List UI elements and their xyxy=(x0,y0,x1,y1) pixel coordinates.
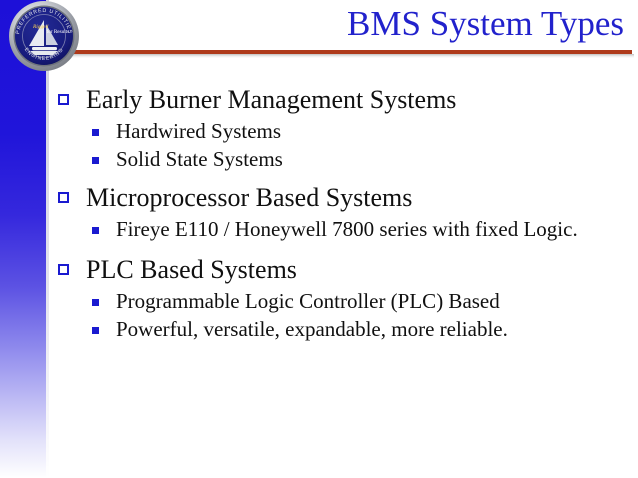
bullet-level2-text: Solid State Systems xyxy=(116,147,283,171)
seal-center-text-left: Rigged xyxy=(32,24,49,30)
bullet-level2-text: Powerful, versatile, expandable, more re… xyxy=(116,317,508,341)
title-divider-rule-shadow xyxy=(62,54,634,58)
bullet-level2: Hardwired Systems xyxy=(56,118,626,145)
solid-square-bullet-icon xyxy=(92,227,99,234)
bullet-level1: Early Burner Management Systems xyxy=(56,84,626,116)
hollow-square-bullet-icon xyxy=(58,264,69,275)
bullet-level2-text: Hardwired Systems xyxy=(116,119,282,143)
bullet-level1-text: Early Burner Management Systems xyxy=(86,85,457,114)
solid-square-bullet-icon xyxy=(92,299,99,306)
solid-square-bullet-icon xyxy=(92,157,99,164)
bullet-level2: Solid State Systems xyxy=(56,146,626,173)
company-logo: PREFERRED UTILITIES ENGINEERING Rigged f… xyxy=(8,0,80,72)
bullet-level2-text: Programmable Logic Controller (PLC) Base… xyxy=(116,289,500,313)
bullet-level1: Microprocessor Based Systems xyxy=(56,182,626,214)
bullet-group: Microprocessor Based Systems Fireye E110… xyxy=(56,182,626,243)
bullet-level2: Programmable Logic Controller (PLC) Base… xyxy=(56,288,626,315)
seal-icon: PREFERRED UTILITIES ENGINEERING Rigged f… xyxy=(9,1,79,71)
bullet-group: PLC Based Systems Programmable Logic Con… xyxy=(56,254,626,343)
bullet-content: Early Burner Management Systems Hardwire… xyxy=(56,84,626,347)
bullet-level2-text: Fireye E110 / Honeywell 7800 series with… xyxy=(116,217,578,241)
bullet-level1-text: PLC Based Systems xyxy=(86,255,297,284)
bullet-level1-text: Microprocessor Based Systems xyxy=(86,183,413,212)
group-spacer xyxy=(56,247,626,254)
bullet-level1: PLC Based Systems xyxy=(56,254,626,286)
solid-square-bullet-icon xyxy=(92,129,99,136)
bullet-level2: Fireye E110 / Honeywell 7800 series with… xyxy=(56,216,626,243)
hollow-square-bullet-icon xyxy=(58,94,69,105)
title-divider-rule xyxy=(60,50,632,54)
seal-center-text-right: for Results xyxy=(47,28,70,35)
bullet-group: Early Burner Management Systems Hardwire… xyxy=(56,84,626,173)
bullet-level2: Powerful, versatile, expandable, more re… xyxy=(56,316,626,343)
left-band-edge-shadow xyxy=(46,0,49,478)
solid-square-bullet-icon xyxy=(92,327,99,334)
left-gradient-band xyxy=(0,0,46,478)
hollow-square-bullet-icon xyxy=(58,192,69,203)
slide-title: BMS System Types xyxy=(347,4,624,43)
